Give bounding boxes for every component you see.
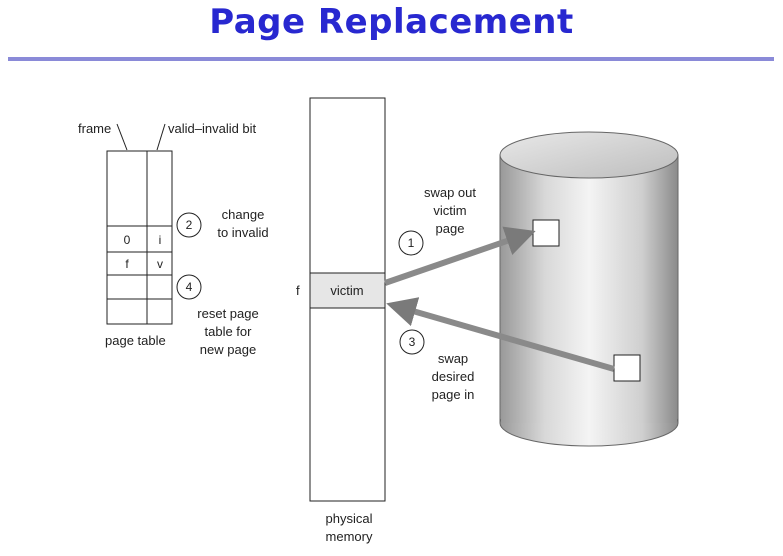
- valid-bit-pointer-line: [156, 123, 166, 151]
- frame-label: frame: [78, 121, 111, 136]
- step-number: 2: [186, 218, 193, 232]
- table-row-frame: 0: [124, 233, 131, 247]
- victim-label: victim: [330, 283, 363, 298]
- step-number: 3: [409, 335, 416, 349]
- step-4-line1: reset page: [197, 306, 258, 321]
- disk-cylinder: [499, 131, 679, 447]
- page-table-box: [106, 150, 173, 325]
- step-number: 4: [186, 280, 193, 294]
- table-row-frame: f: [125, 257, 129, 271]
- step-number: 1: [408, 236, 415, 250]
- table-row-bit: v: [157, 257, 163, 271]
- frame-marker: f: [296, 283, 300, 298]
- swap-arrows: [384, 226, 615, 372]
- memory-caption-line2: memory: [326, 529, 373, 544]
- step-4-line3: new page: [200, 342, 256, 357]
- slide-title: Page Replacement: [209, 2, 574, 42]
- step-3-line2: desired: [432, 369, 475, 384]
- memory-caption-line1: physical: [326, 511, 373, 526]
- swapped-out-page-block: [532, 219, 560, 247]
- step-2-line2: to invalid: [217, 225, 268, 240]
- swap-out-arrow: [384, 226, 536, 286]
- step-3-line1: swap: [438, 351, 468, 366]
- step-4: 4 reset page table for new page: [176, 274, 259, 357]
- step-1: 1 swap out victim page: [398, 185, 476, 256]
- step-3: 3 swap desired page in: [399, 329, 475, 402]
- step-1-line2: victim: [433, 203, 466, 218]
- frame-pointer-line: [116, 123, 128, 151]
- step-3-line3: page in: [432, 387, 475, 402]
- step-1-line3: page: [436, 221, 465, 236]
- step-2: 2 change to invalid: [176, 207, 269, 240]
- desired-page-block: [613, 354, 641, 382]
- title-underline: [8, 57, 774, 61]
- step-2-line1: change: [222, 207, 265, 222]
- valid-invalid-bit-label: valid–invalid bit: [168, 121, 257, 136]
- page-table-caption: page table: [105, 333, 166, 348]
- victim-frame: [309, 272, 386, 309]
- physical-memory: victim f physical memory: [296, 97, 386, 544]
- step-4-line2: table for: [205, 324, 253, 339]
- swap-in-arrow: [386, 297, 615, 372]
- page-table: frame valid–invalid bit 0 i f v page tab…: [78, 121, 257, 348]
- step-1-line1: swap out: [424, 185, 476, 200]
- table-row-bit: i: [159, 233, 162, 247]
